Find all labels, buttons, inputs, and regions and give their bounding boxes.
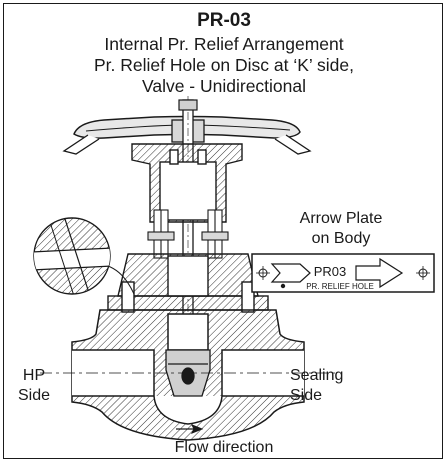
valve-bonnet	[107, 253, 269, 313]
gland-bolts	[147, 209, 229, 259]
sealing-side-label: Sealing Side	[290, 366, 343, 406]
sealing-side-line-1: Sealing	[290, 367, 344, 384]
sealing-side-line-2: Side	[290, 387, 323, 404]
arrow-plate-label-line-1: Arrow Plate	[299, 210, 383, 227]
arrow-plate-label-line-2: on Body	[311, 230, 371, 247]
valve-drawing: PR03 PR. RELIEF HOLE	[33, 96, 435, 441]
detail-view	[33, 217, 135, 295]
subtitle-line-1: Internal Pr. Relief Arrangement	[104, 34, 344, 54]
mounting-hole-icon	[256, 266, 430, 280]
diagram-frame: PR-03 Internal Pr. Relief Arrangement Pr…	[3, 3, 443, 459]
plate-arrow-icon	[270, 263, 311, 283]
relief-hole-marker	[181, 367, 195, 385]
plate-arrow-icon	[355, 257, 404, 289]
flow-arrow-icon	[176, 424, 204, 434]
flow-direction-label: Flow direction	[174, 439, 274, 456]
hp-side-line-2: Side	[18, 387, 51, 404]
valve-yoke	[131, 143, 243, 223]
subtitle-line-3: Valve - Unidirectional	[141, 76, 307, 96]
plate-code: PR03	[314, 264, 347, 279]
hp-side-label: HP Side	[18, 366, 50, 406]
arrow-plate: PR03 PR. RELIEF HOLE	[251, 253, 435, 293]
arrow-plate-label: Arrow Plate on Body	[266, 209, 416, 249]
diagram-title: PR-03	[197, 10, 251, 31]
subtitle-line-2: Pr. Relief Hole on Disc at ‘K’ side,	[93, 55, 354, 75]
plate-note: PR. RELIEF HOLE	[306, 282, 374, 291]
hp-side-line-1: HP	[22, 367, 46, 384]
